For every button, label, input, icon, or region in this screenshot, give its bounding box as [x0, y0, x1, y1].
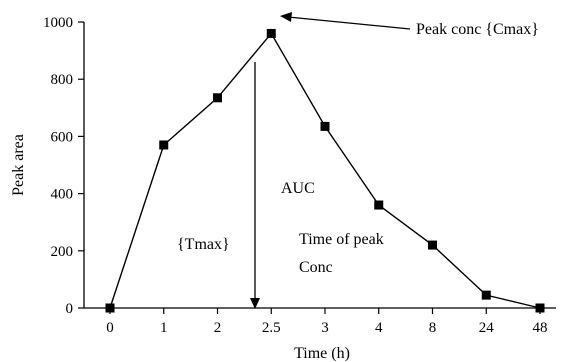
data-point-marker: [320, 121, 330, 131]
series-group: [105, 28, 545, 313]
x-tick-label: 24: [479, 320, 495, 336]
x-tick-label: 48: [533, 320, 548, 336]
annotations: Peak conc {Cmax} AUC {Tmax} Time of peak…: [177, 12, 539, 309]
y-tick-label: 1000: [43, 15, 73, 31]
time-of-peak-label: Time of peak: [299, 231, 384, 248]
cmax-arrowhead: [280, 12, 292, 22]
x-tick-label: 2: [214, 320, 222, 336]
x-tick-label: 0: [106, 320, 114, 336]
tmax-label: {Tmax}: [177, 236, 230, 253]
y-tick-label: 0: [66, 301, 74, 317]
x-tick-label: 1: [160, 320, 168, 336]
data-point-marker: [213, 93, 222, 103]
y-tick-label: 600: [51, 129, 74, 145]
y-tick-label: 400: [51, 187, 74, 203]
data-point-marker: [105, 303, 115, 313]
x-tick-label: 3: [321, 320, 329, 336]
x-axis-title: Time (h): [294, 345, 350, 362]
data-point-marker: [535, 303, 545, 313]
data-point-marker: [374, 200, 384, 210]
x-tick-label: 4: [375, 320, 383, 336]
x-tick-label: 8: [429, 320, 437, 336]
y-tick-label: 200: [51, 244, 74, 260]
y-axis-title: Peak area: [10, 134, 27, 196]
data-point-marker: [266, 28, 276, 38]
y-ticks: 0 200 400 600 800 1000: [43, 15, 84, 317]
conc-label: Conc: [299, 259, 333, 276]
x-tick-label: 2.5: [262, 320, 281, 336]
data-point-marker: [481, 290, 491, 300]
data-point-marker: [159, 140, 169, 150]
peak-conc-label: Peak conc {Cmax}: [416, 21, 539, 38]
tmax-arrowhead: [250, 298, 260, 309]
data-point-marker: [428, 240, 437, 250]
cmax-arrow-line: [287, 16, 411, 30]
auc-label: AUC: [281, 180, 315, 197]
axes: [83, 22, 556, 309]
y-tick-label: 800: [51, 72, 74, 88]
